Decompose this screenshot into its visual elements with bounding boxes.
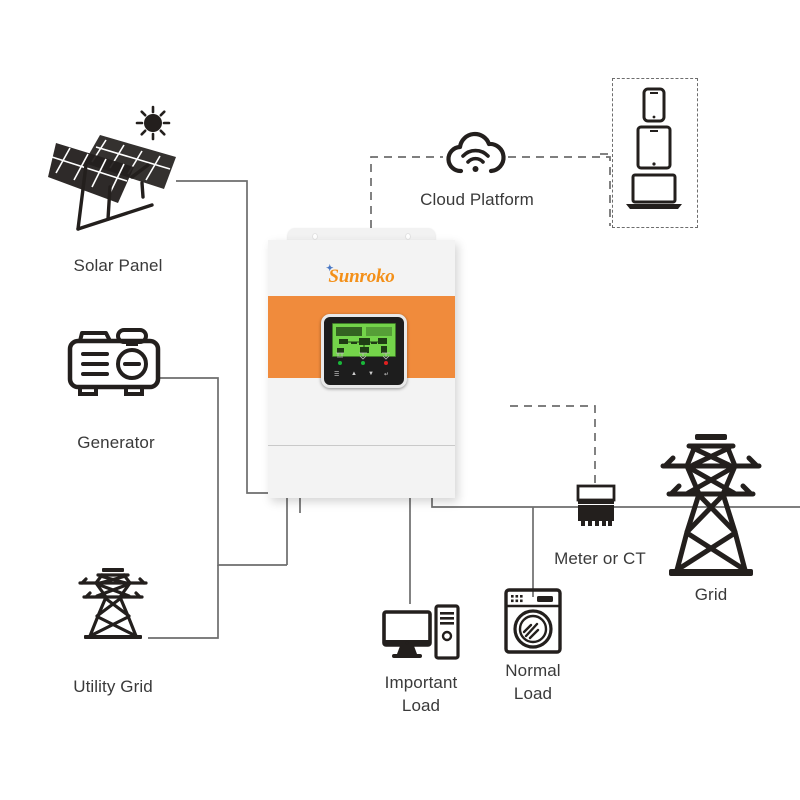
fault-led: [384, 361, 388, 365]
important-load-node[interactable]: Important Load: [382, 604, 460, 715]
wire-generator-to-inverter: [160, 377, 287, 566]
computer-icon: [382, 604, 460, 660]
devices-dashed-box: [612, 78, 698, 228]
sun-icon: [135, 105, 171, 141]
grid-label: Grid: [694, 585, 728, 604]
lcd-led-row: [334, 352, 394, 367]
grid-node[interactable]: Grid: [657, 432, 765, 604]
wire-inverter-to-grid-bus: [431, 498, 800, 508]
inverter-brand: ✦Sunroko: [268, 263, 455, 288]
cloud-platform-label: Cloud Platform: [420, 190, 534, 209]
generator-node[interactable]: Generator: [64, 326, 164, 452]
brand-spark-icon: ✦: [326, 263, 334, 273]
generator-icon: [67, 328, 161, 396]
meter-ct-node[interactable]: Meter or CT: [554, 484, 646, 568]
meter-ct-label: Meter or CT: [554, 549, 646, 568]
hanger-hole-right: [405, 233, 411, 240]
lcd-key-menu[interactable]: ☰: [334, 372, 340, 378]
cloud-wifi-icon: [446, 131, 506, 174]
lcd-key-down[interactable]: ▼: [368, 371, 374, 377]
inverter-device[interactable]: ✦Sunroko: [268, 228, 455, 498]
brand-text: unroko: [338, 266, 395, 287]
inverter-hanger: [288, 228, 435, 242]
lcd-led-symbols: [336, 352, 390, 360]
lcd-key-enter[interactable]: ↵: [384, 372, 390, 378]
pylon-large-icon: [660, 434, 762, 576]
solar-panel-node[interactable]: Solar Panel: [48, 105, 188, 275]
normal-load-label: Normal Load: [505, 661, 561, 703]
normal-load-node[interactable]: Normal Load: [504, 588, 562, 703]
pylon-icon: [78, 568, 148, 639]
inverter-body: ✦Sunroko: [268, 240, 455, 498]
brand-initial: S: [328, 266, 339, 287]
pv-led: [361, 361, 365, 365]
wire-solar-to-inverter: [176, 180, 301, 513]
hanger-hole-left: [312, 233, 318, 240]
meter-icon: [576, 484, 616, 526]
devices-icon: [626, 87, 682, 209]
ac-led: [338, 361, 342, 365]
utility-grid-node[interactable]: Utility Grid: [73, 566, 153, 696]
wire-utilitygrid-to-inverter: [148, 565, 219, 639]
lcd-screen: [332, 323, 396, 357]
solar-panel-label: Solar Panel: [73, 256, 163, 275]
solar-array: [48, 135, 176, 231]
lcd-key-up[interactable]: ▲: [351, 371, 357, 377]
lcd-key-row[interactable]: ☰ ▲ ▼ ↵: [332, 370, 396, 380]
wire-cloud-to-devices: [508, 156, 611, 226]
wire-inverter-to-meter: [510, 405, 596, 487]
wire-inverter-to-cloud: [370, 156, 443, 228]
cloud-platform-node[interactable]: Cloud Platform: [420, 129, 534, 209]
important-load-label: Important Load: [384, 673, 458, 715]
utility-grid-label: Utility Grid: [73, 677, 153, 696]
lcd-graphics: [336, 327, 392, 353]
solar-panel-icon: [48, 105, 176, 231]
inverter-seam-line: [268, 445, 455, 446]
inverter-lcd-panel[interactable]: ☰ ▲ ▼ ↵: [321, 314, 407, 388]
washing-machine-icon: [504, 588, 562, 654]
generator-label: Generator: [77, 433, 155, 452]
